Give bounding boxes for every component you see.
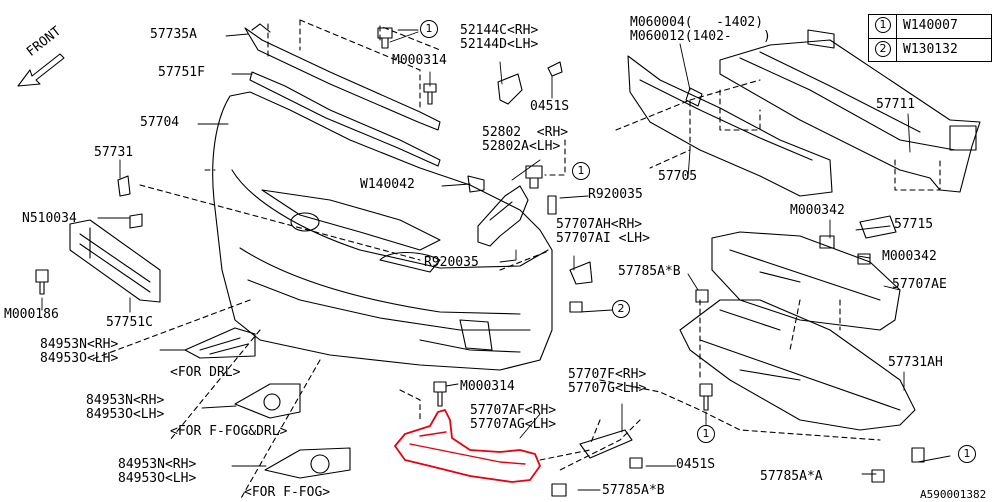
part-label-57707AH: 57707AH<RH> xyxy=(556,217,643,232)
side-grille-57751C xyxy=(69,219,161,303)
reinforcement-beam-57711 xyxy=(719,39,981,193)
part-label-84953N: 84953N<RH> xyxy=(40,337,119,352)
part-label-84953O: 84953O<LH> xyxy=(118,471,197,486)
undercover-57707AE xyxy=(711,231,901,331)
diagram-id: A590001382 xyxy=(920,488,987,501)
part-label-57707AF: 57707AF<RH> xyxy=(470,403,557,418)
undercover-57731AH xyxy=(679,299,916,431)
part-label-57751C: 57751C xyxy=(106,315,153,330)
part-label-57731: 57731 xyxy=(94,145,134,160)
note-for-ffog: <FOR F-FOG> xyxy=(244,485,331,500)
part-label-M060012: M060012(1402- ) xyxy=(630,29,771,44)
part-label-0451S: 0451S xyxy=(530,99,570,114)
fog-lamp-84953 xyxy=(264,447,351,479)
highlighted-bracket-57707AF xyxy=(394,409,541,483)
callout-2-icon: 2 xyxy=(612,300,630,318)
part-label-57707AG: 57707AG<LH> xyxy=(470,417,557,432)
part-label-57707F: 57707F<RH> xyxy=(568,367,647,382)
clip-57731 xyxy=(117,175,131,197)
part-label-57704: 57704 xyxy=(140,115,180,130)
part-label-84953O: 84953O<LH> xyxy=(40,351,119,366)
part-label-84953N: 84953N<RH> xyxy=(86,393,165,408)
part-label-57705: 57705 xyxy=(658,169,698,184)
note-for-ffog-drl: <FOR F-FOG&DRL> xyxy=(170,424,288,439)
part-label-N510034: N510034 xyxy=(22,211,77,226)
callout-1-icon: 1 xyxy=(572,162,590,180)
part-label-R920035: R920035 xyxy=(588,187,643,202)
legend-code: W130132 xyxy=(903,42,958,57)
part-label-M000342: M000342 xyxy=(790,203,845,218)
callout-1-icon: 1 xyxy=(958,445,976,463)
bumper-cover-57704 xyxy=(212,91,553,371)
callout-1-icon: 1 xyxy=(420,20,438,38)
part-label-57707G: 57707G<LH> xyxy=(568,381,647,396)
part-label-52144C: 52144C<RH> xyxy=(460,23,539,38)
bracket-52144C xyxy=(497,73,523,105)
part-label-57785A-B: 57785A*B xyxy=(618,264,681,279)
front-arrow-icon xyxy=(17,53,65,87)
legend-row: 1 W140007 xyxy=(869,15,991,38)
part-label-57785A-A: 57785A*A xyxy=(760,469,823,484)
part-label-M000314: M000314 xyxy=(392,53,447,68)
part-label-52802: 52802 <RH> xyxy=(482,125,569,140)
part-label-57785A-B: 57785A*B xyxy=(602,483,665,498)
part-label-84953O: 84953O<LH> xyxy=(86,407,165,422)
fastener-legend: 1 W140007 2 W130132 xyxy=(868,14,992,62)
absorber-57705 xyxy=(627,55,833,197)
fog-drl-lamp-84953 xyxy=(234,383,301,419)
part-label-57731AH: 57731AH xyxy=(888,355,943,370)
part-label-57735A: 57735A xyxy=(150,27,197,42)
part-label-M000186: M000186 xyxy=(4,307,59,322)
legend-number-icon: 1 xyxy=(875,17,891,33)
legend-code: W140007 xyxy=(903,18,958,33)
part-label-57711: 57711 xyxy=(876,97,916,112)
callout-1-icon: 1 xyxy=(697,425,715,443)
part-label-57715: 57715 xyxy=(894,217,934,232)
part-label-52802A: 52802A<LH> xyxy=(482,139,561,154)
part-label-M000342: M000342 xyxy=(882,249,937,264)
bolt-icons xyxy=(35,27,925,497)
legend-number-icon: 2 xyxy=(875,41,891,57)
part-label-W140042: W140042 xyxy=(360,177,415,192)
part-label-R920035: R920035 xyxy=(424,255,479,270)
note-for-drl: <FOR DRL> xyxy=(170,365,241,380)
drl-lamp-84953 xyxy=(184,327,256,359)
bracket-57707F xyxy=(579,429,633,459)
part-label-57707AI: 57707AI <LH> xyxy=(556,231,650,246)
strip-57751F xyxy=(249,71,441,167)
part-label-84953N: 84953N<RH> xyxy=(118,457,197,472)
part-label-M000314: M000314 xyxy=(460,379,515,394)
part-label-52144D: 52144D<LH> xyxy=(460,37,539,52)
part-label-57707AE: 57707AE xyxy=(892,277,947,292)
part-label-M060004: M060004( -1402) xyxy=(630,15,764,30)
trim-strip-57735A xyxy=(244,27,441,131)
part-label-57751F: 57751F xyxy=(158,65,205,80)
legend-row: 2 W130132 xyxy=(869,38,991,62)
bracket-52802 xyxy=(477,185,529,247)
part-label-0451S: 0451S xyxy=(676,457,716,472)
